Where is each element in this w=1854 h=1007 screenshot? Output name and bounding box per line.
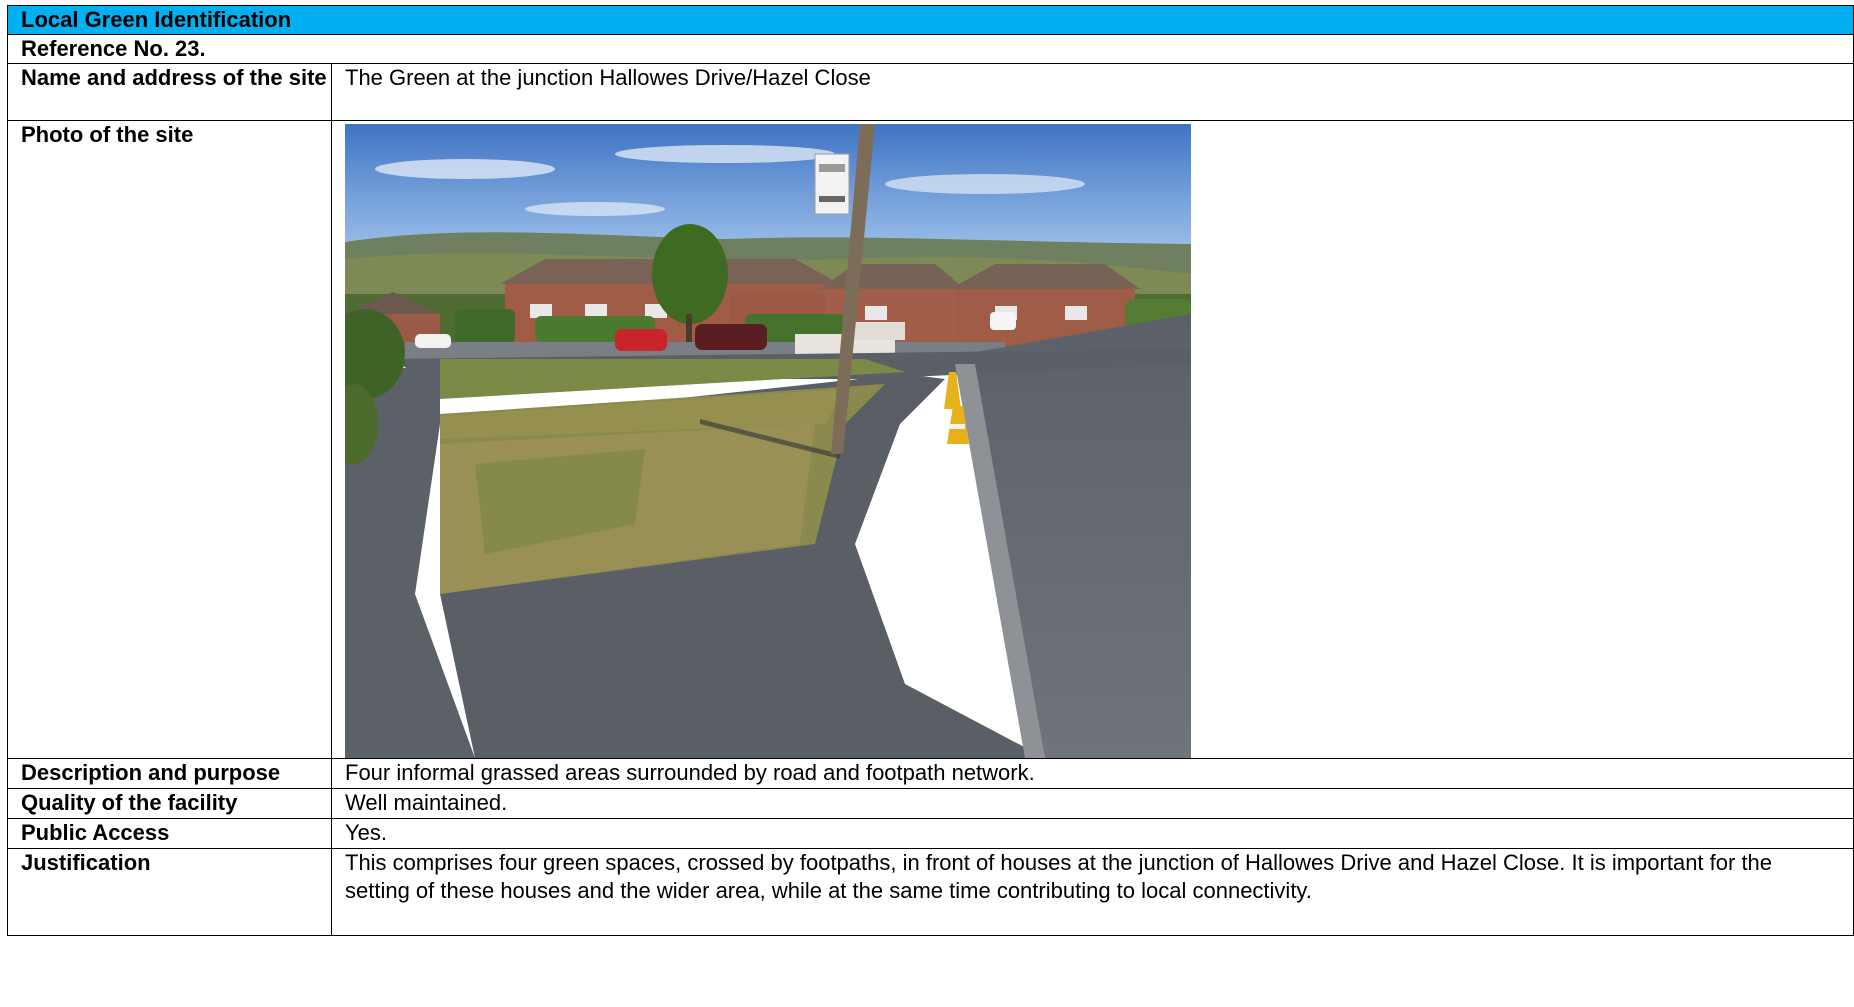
justification-row: Justification This comprises four green … xyxy=(7,848,1854,936)
description-row: Description and purpose Four informal gr… xyxy=(7,758,1854,789)
quality-value: Well maintained. xyxy=(331,788,1854,819)
justification-value: This comprises four green spaces, crosse… xyxy=(331,848,1854,936)
site-name-row: Name and address of the site The Green a… xyxy=(7,63,1854,121)
local-green-table: Local Green Identification Reference No.… xyxy=(7,5,1854,936)
header-row: Local Green Identification xyxy=(7,5,1854,35)
public-access-label: Public Access xyxy=(7,818,332,849)
description-label: Description and purpose xyxy=(7,758,332,789)
public-access-value: Yes. xyxy=(331,818,1854,849)
quality-label: Quality of the facility xyxy=(7,788,332,819)
photo-row: Photo of the site xyxy=(7,120,1854,759)
site-photo xyxy=(345,124,1191,758)
document-title: Local Green Identification xyxy=(7,5,1854,35)
public-access-row: Public Access Yes. xyxy=(7,818,1854,849)
justification-label: Justification xyxy=(7,848,332,936)
description-value: Four informal grassed areas surrounded b… xyxy=(331,758,1854,789)
quality-row: Quality of the facility Well maintained. xyxy=(7,788,1854,819)
photo-label: Photo of the site xyxy=(7,120,332,759)
reference-row: Reference No. 23. xyxy=(7,34,1854,64)
site-name-label: Name and address of the site xyxy=(7,63,332,121)
site-name-value: The Green at the junction Hallowes Drive… xyxy=(331,63,1854,121)
reference-number: Reference No. 23. xyxy=(7,34,1854,64)
photo-cell xyxy=(331,120,1854,759)
